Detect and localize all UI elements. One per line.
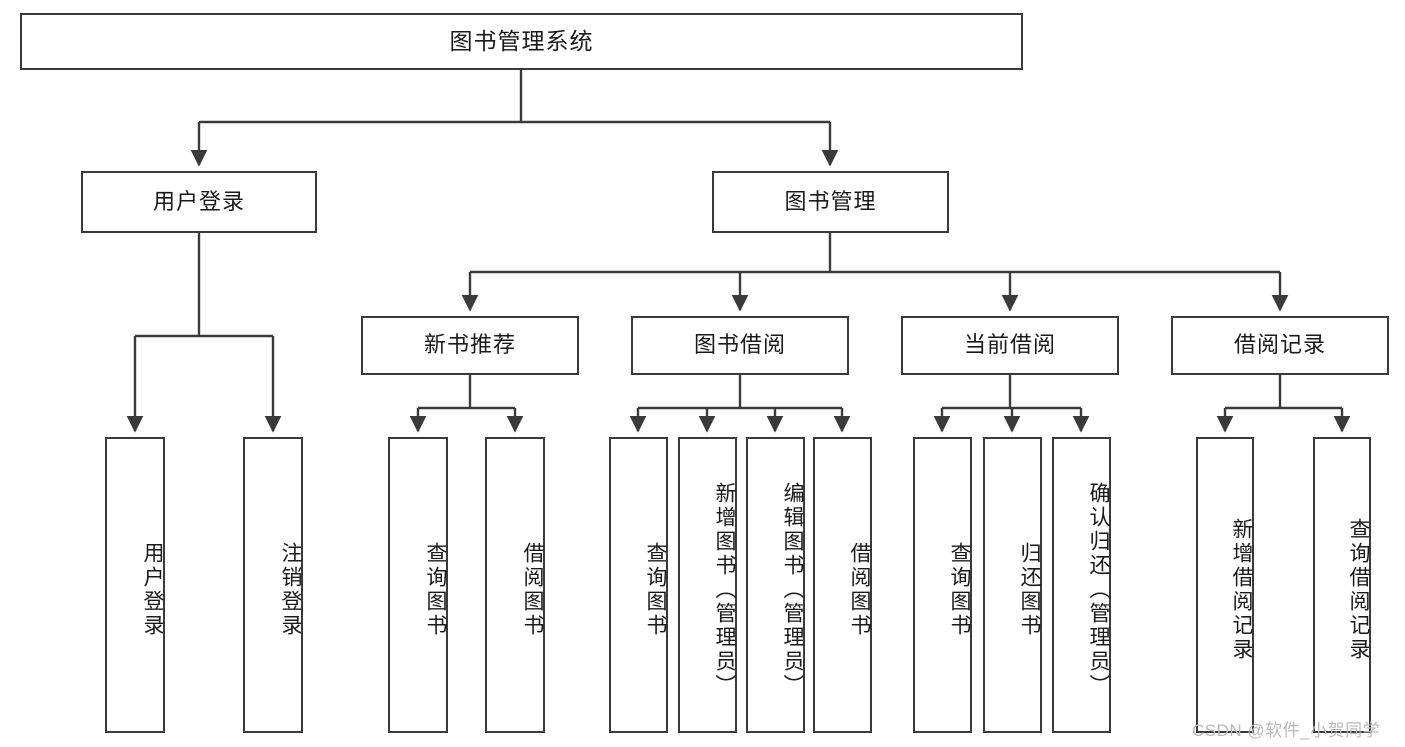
csdn-watermark: CSDN @软件_小贺同学: [1192, 721, 1381, 740]
node-leaf-user-login[interactable]: 用户登录: [105, 437, 165, 733]
node-leaf-query-book-3[interactable]: 查询图书: [913, 437, 972, 733]
leaf-label: 确认归还（管理员）: [1087, 482, 1110, 698]
node-borrow-record[interactable]: 借阅记录: [1171, 316, 1389, 375]
leaf-label: 归还图书: [1018, 542, 1041, 638]
leaf-label: 查询图书: [424, 542, 447, 638]
node-leaf-borrow-book-1[interactable]: 借阅图书: [485, 437, 545, 733]
leaf-label: 查询借阅记录: [1347, 518, 1370, 662]
leaf-label: 用户登录: [141, 542, 164, 638]
leaf-label: 新增借阅记录: [1230, 518, 1253, 662]
node-current-borrow[interactable]: 当前借阅: [901, 316, 1119, 375]
leaf-label: 编辑图书（管理员）: [781, 482, 804, 698]
node-root[interactable]: 图书管理系统: [20, 13, 1023, 70]
node-book-manage[interactable]: 图书管理: [712, 171, 949, 233]
node-user-login[interactable]: 用户登录: [81, 171, 317, 233]
leaf-label: 借阅图书: [848, 542, 871, 638]
node-leaf-confirm-return[interactable]: 确认归还（管理员）: [1052, 437, 1111, 733]
node-leaf-add-record[interactable]: 新增借阅记录: [1196, 437, 1254, 733]
node-leaf-query-record[interactable]: 查询借阅记录: [1313, 437, 1371, 733]
node-new-book-recommend[interactable]: 新书推荐: [361, 316, 579, 375]
node-leaf-edit-book[interactable]: 编辑图书（管理员）: [746, 437, 805, 733]
node-leaf-return-book[interactable]: 归还图书: [983, 437, 1042, 733]
node-leaf-add-book[interactable]: 新增图书（管理员）: [678, 437, 737, 733]
leaf-label: 查询图书: [644, 542, 667, 638]
leaf-label: 借阅图书: [521, 542, 544, 638]
node-leaf-query-book-2[interactable]: 查询图书: [609, 437, 668, 733]
node-book-borrow[interactable]: 图书借阅: [631, 316, 849, 375]
leaf-label: 注销登录: [279, 542, 302, 638]
node-leaf-user-logout[interactable]: 注销登录: [243, 437, 303, 733]
node-leaf-borrow-book-2[interactable]: 借阅图书: [813, 437, 872, 733]
leaf-label: 新增图书（管理员）: [713, 482, 736, 698]
leaf-label: 查询图书: [948, 542, 971, 638]
node-leaf-query-book-1[interactable]: 查询图书: [388, 437, 448, 733]
